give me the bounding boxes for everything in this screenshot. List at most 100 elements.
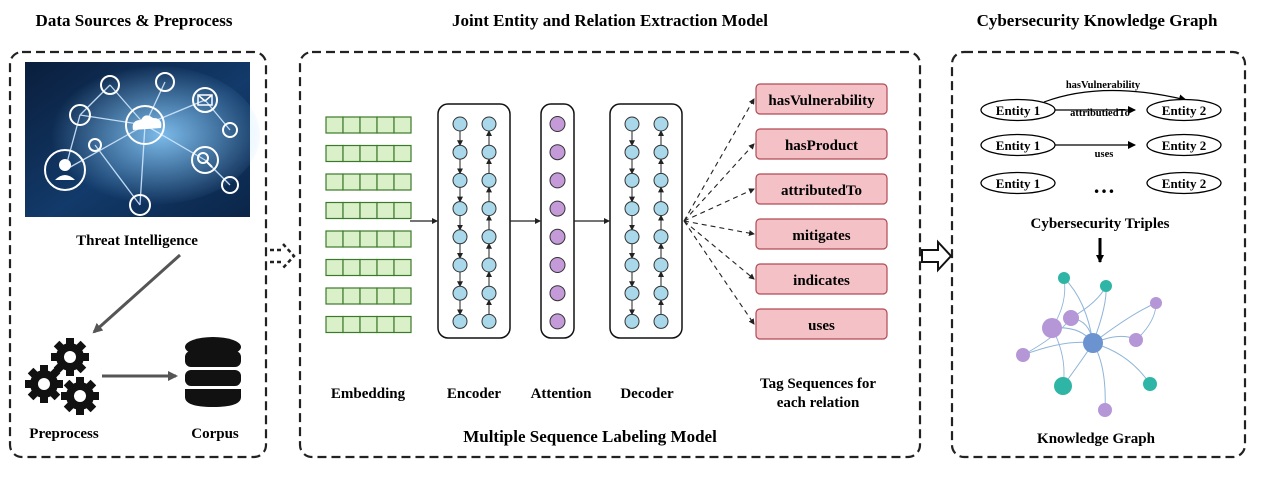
lstm-node [481,201,497,217]
corpus-label: Corpus [191,426,239,442]
threat-intelligence-label: Threat Intelligence [76,233,198,249]
embedding-cell [325,116,344,134]
embedding-cell [376,315,395,334]
embedding-cell [342,201,361,220]
attention-box [540,103,575,339]
tag-box-uses [755,308,888,340]
entity-node [980,133,1056,157]
lstm-node [452,172,468,188]
attention-label: Attention [531,386,592,402]
graph-node [1150,297,1162,309]
lstm-node [624,285,640,301]
lstm-node [653,201,669,217]
lstm-node [653,144,669,160]
lstm-node [653,229,669,245]
tag-label: uses [808,318,835,334]
tag-sequence-boxes: hasVulnerabilityhasProductattributedTomi… [683,83,888,340]
attention-node [549,172,566,189]
embedding-cell [376,173,395,191]
entity-node [980,98,1056,122]
tag-dashed-arrow [683,220,755,237]
graph-edge [1092,342,1106,411]
embedding-cell [325,315,344,334]
decoder-nodes [624,116,669,329]
embedding-cell [342,230,361,248]
embedding-cell [342,287,361,305]
lstm-node [653,285,669,301]
knowledge-graph-image [1016,272,1162,417]
relation-attributiedto: attributiedTo [1070,108,1130,119]
tag-label: hasVulnerability [768,93,875,109]
encoder-label: Encoder [447,386,502,402]
embedding-cell [376,258,395,277]
attention-node [549,228,566,245]
graph-node [1063,310,1079,326]
entity-label: Entity 1 [996,176,1040,191]
entity-label: Entity 2 [1162,103,1206,118]
embedding-cell [359,315,378,334]
tag-sequences-label-line1: Tag Sequences for [760,376,876,392]
embedding-cell [342,144,361,163]
tag-box-hasproduct [755,128,888,160]
connector-hollow-arrow [921,239,953,273]
embedding-cell [376,230,395,248]
lstm-node [624,144,640,160]
lstm-node [481,229,497,245]
tag-label: indicates [793,273,850,289]
entity-node [1146,98,1222,122]
tag-dashed-arrow [683,143,755,222]
graph-node [1129,333,1143,347]
relation-uses: uses [1095,149,1114,160]
attention-node [549,144,566,161]
graph-hub-node [1083,333,1103,353]
attention-node [549,257,566,273]
tag-dashed-arrow [683,220,755,280]
lstm-node [653,116,669,132]
multiple-sequence-labeling-label: Multiple Sequence Labeling Model [463,427,717,446]
lstm-node [481,313,497,329]
section-title-kg: Cybersecurity Knowledge Graph [977,11,1218,30]
embedding-cell [359,201,378,220]
lstm-node [452,285,468,301]
lstm-node [481,257,497,273]
embedding-cell [325,287,344,305]
triple-edges [1043,89,1187,149]
attention-node [549,313,566,330]
embedding-cell [359,116,378,134]
section-title-model: Joint Entity and Relation Extraction Mod… [452,11,768,30]
panel-data-sources [8,50,268,459]
triples-ellipsis: … [1093,173,1115,198]
embedding-label: Embedding [331,386,406,402]
embedding-grid [325,116,412,334]
network-cloud-image [25,62,260,217]
lstm-node [452,313,468,329]
lstm-node [452,257,468,273]
embedding-cell [325,173,344,191]
embedding-cell [393,315,412,334]
embedding-cell [359,287,378,305]
encoder-box [437,103,511,339]
decoder-box [609,103,683,339]
entity-label: Entity 2 [1162,138,1206,153]
embedding-cell [342,116,361,134]
lstm-node [452,116,468,132]
embedding-cell [393,201,412,220]
connector-dashed-arrow [270,243,296,269]
embedding-cell [342,315,361,334]
embedding-cell [376,116,395,134]
embedding-cell [359,173,378,191]
embedding-cell [376,144,395,163]
entity-node [1146,133,1222,157]
embedding-cell [359,258,378,277]
embedding-cell [393,258,412,277]
relation-hasvulnerability: hasVulnerability [1066,80,1141,91]
graph-node [1143,377,1157,391]
embedding-cell [325,258,344,277]
lstm-node [624,229,640,245]
lstm-node [481,172,497,188]
lstm-node [481,116,497,132]
lstm-node [653,172,669,188]
embedding-cell [359,230,378,248]
